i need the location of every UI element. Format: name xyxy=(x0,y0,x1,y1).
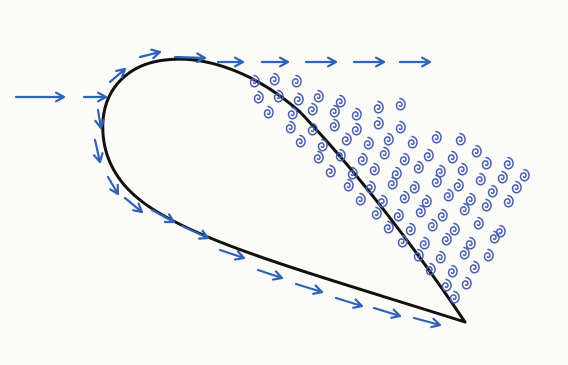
diagram-canvas xyxy=(0,0,568,365)
airfoil-diagram xyxy=(0,0,568,365)
paper-background xyxy=(0,0,568,365)
